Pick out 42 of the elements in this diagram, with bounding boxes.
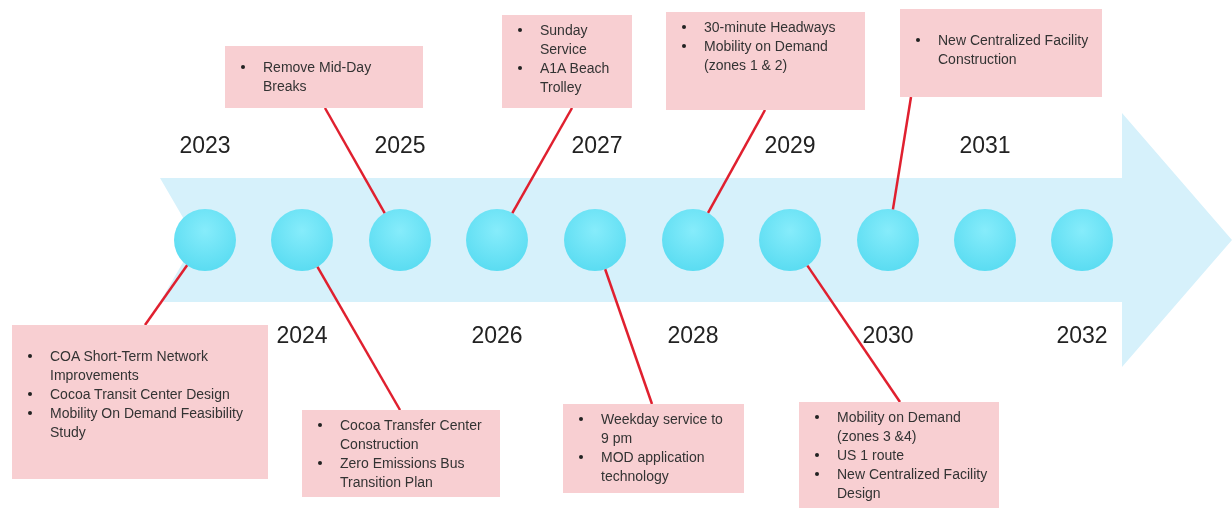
leader-line (806, 264, 902, 403)
milestone-box (900, 9, 1102, 97)
bullet-item: Cocoa Transfer Center Construction (314, 416, 490, 454)
year-label: 2029 (764, 131, 816, 159)
bullet-item: Mobility On Demand Feasibility Study (24, 404, 258, 442)
bullet-item: A1A Beach Trolley (514, 59, 622, 97)
leader-line (323, 107, 386, 214)
milestone-box (799, 402, 999, 508)
year-label: 2031 (959, 131, 1011, 159)
bullet-item: US 1 route (811, 446, 989, 465)
milestone-box (225, 46, 423, 108)
bullet-item: New Centralized Facility Construction (912, 31, 1092, 69)
bullet-item: Sunday Service (514, 21, 622, 59)
leader-line (511, 107, 574, 214)
year-label: 2023 (179, 131, 231, 159)
milestone-box (302, 410, 500, 497)
leader-line (316, 266, 402, 411)
milestone-box (12, 325, 268, 479)
leader-line (143, 264, 189, 326)
year-label: 2030 (862, 321, 914, 349)
bullet-item: Zero Emissions Bus Transition Plan (314, 454, 490, 492)
bullet-item: MOD application technology (575, 448, 734, 486)
year-label: 2027 (571, 131, 623, 159)
year-label: 2026 (471, 321, 523, 349)
leader-line (706, 109, 767, 214)
bullet-item: COA Short-Term Network Improvements (24, 347, 258, 385)
bullet-item: New Centralized Facility Design (811, 465, 989, 503)
milestone-box (502, 15, 632, 108)
milestone-box (563, 404, 744, 493)
bullet-item: Mobility on Demand (zones 3 &4) (811, 408, 989, 446)
leader-line (604, 268, 654, 405)
milestone-box (666, 12, 865, 110)
leader-line (891, 96, 913, 210)
year-label: 2025 (374, 131, 426, 159)
bullet-item: Weekday service to 9 pm (575, 410, 734, 448)
year-label: 2024 (276, 321, 328, 349)
year-label: 2028 (667, 321, 719, 349)
year-label: 2032 (1056, 321, 1108, 349)
bullet-item: Mobility on Demand (zones 1 & 2) (678, 37, 855, 75)
bullet-item: Remove Mid-Day Breaks (237, 58, 413, 96)
bullet-item: Cocoa Transit Center Design (24, 385, 258, 404)
bullet-item: 30-minute Headways (678, 18, 855, 37)
